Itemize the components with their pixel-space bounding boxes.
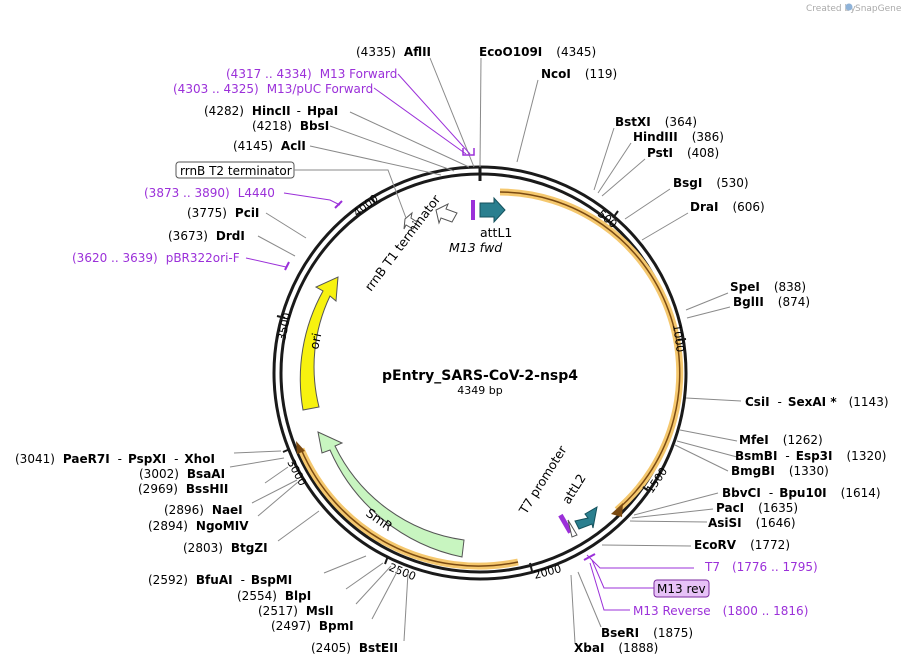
enzyme-bsshii[interactable]: (2969)BssHII xyxy=(138,482,228,496)
enzyme-bsmbi[interactable]: BsmBI-Esp3I(1320) xyxy=(735,449,886,463)
attl2-feature[interactable] xyxy=(574,506,598,530)
enzyme-bbvci[interactable]: BbvCI-Bpu10I(1614) xyxy=(722,486,881,500)
tick-3500: 3500 xyxy=(275,312,294,342)
insert-arrowhead-top xyxy=(611,503,623,517)
primer-leader-lines xyxy=(245,73,694,611)
enzyme-pcii[interactable]: (3775)PciI xyxy=(187,206,259,220)
enzyme-aflii[interactable]: (4335)AflII xyxy=(356,45,431,59)
enzyme-asisi[interactable]: AsiSI(1646) xyxy=(708,516,796,530)
ori-label: ori xyxy=(306,332,324,351)
m13-fwd-primer-mark xyxy=(471,200,475,220)
enzyme-ecoo109i[interactable]: EcoO109I(4345) xyxy=(479,45,596,59)
enzyme-bseri[interactable]: BseRI(1875) xyxy=(601,626,693,640)
enzyme-csii[interactable]: CsiI-SexAI *(1143) xyxy=(745,395,889,409)
primer-t7[interactable]: T7(1776 .. 1795) xyxy=(704,560,818,574)
m13-fwd-label: M13 fwd xyxy=(449,240,502,255)
enzyme-paer7i[interactable]: (3041)PaeR7I-PspXI-XhoI xyxy=(15,452,215,466)
enzyme-xbai[interactable]: XbaI(1888) xyxy=(574,641,658,655)
primer-m13-rev[interactable]: M13 rev xyxy=(657,582,706,596)
t7-promoter-feature[interactable] xyxy=(567,519,578,538)
tick-2500: 2500 xyxy=(387,561,418,584)
plasmid-size: 4349 bp xyxy=(457,384,502,397)
enzyme-bsgi[interactable]: BsgI(530) xyxy=(673,176,749,190)
tick-marks xyxy=(276,197,687,572)
enzyme-ngomiv[interactable]: (2894)NgoMIV xyxy=(148,519,249,533)
t7-primer-mark xyxy=(558,513,573,534)
enzyme-hincii[interactable]: (4282)HincII-HpaI xyxy=(204,104,338,118)
m13-rev-box xyxy=(653,579,710,598)
enzyme-drai[interactable]: DraI(606) xyxy=(690,200,765,214)
primer-m13-puc-forward[interactable]: (4303 .. 4325)M13/pUC Forward xyxy=(173,82,373,96)
primer-m13-forward[interactable]: (4317 .. 4334)M13 Forward xyxy=(226,67,397,81)
enzyme-bstxi[interactable]: BstXI(364) xyxy=(615,115,697,129)
primer-l4440[interactable]: (3873 .. 3890)L4440 xyxy=(144,186,275,200)
primer-m13-reverse[interactable]: M13 Reverse(1800 .. 1816) xyxy=(633,604,808,618)
enzyme-spei[interactable]: SpeI(838) xyxy=(730,280,806,294)
enzyme-bglii[interactable]: BglII(874) xyxy=(733,295,810,309)
enzyme-naei[interactable]: (2896)NaeI xyxy=(164,503,243,517)
enzyme-bbsi[interactable]: (4218)BbsI xyxy=(252,119,329,133)
credit-prefix: Created by xyxy=(806,4,856,14)
enzyme-ncoi[interactable]: NcoI(119) xyxy=(541,67,617,81)
enzyme-bfuai[interactable]: (2592)BfuAI-BspMI xyxy=(148,573,292,587)
tick-1000: 1000 xyxy=(670,324,687,354)
primer-pbr322ori-f[interactable]: (3620 .. 3639)pBR322ori-F xyxy=(72,251,240,265)
enzyme-btgzi[interactable]: (2803)BtgZI xyxy=(183,541,268,555)
enzyme-paci[interactable]: PacI(1635) xyxy=(716,501,798,515)
rrnb-t1-terminator-feature[interactable] xyxy=(435,202,458,225)
enzyme-leader-lines xyxy=(229,57,742,644)
enzyme-mfei[interactable]: MfeI(1262) xyxy=(739,433,823,447)
plasmid-name: pEntry_SARS-CoV-2-nsp4 xyxy=(382,368,578,384)
enzyme-blpi[interactable]: (2554)BlpI xyxy=(237,589,311,603)
attl1-feature[interactable] xyxy=(479,196,506,224)
attl2-label: attL2 xyxy=(559,471,589,506)
enzyme-bsaai[interactable]: (3002)BsaAI xyxy=(139,467,225,481)
t7-promoter-label: T7 promoter xyxy=(515,442,570,517)
insert-arrowhead-bottom xyxy=(296,441,305,454)
rrnb-t2-label: rrnB T2 terminator xyxy=(180,164,292,178)
enzyme-drdi[interactable]: (3673)DrdI xyxy=(168,229,245,243)
insert-arrow-bottom xyxy=(300,448,519,567)
enzyme-hindiii[interactable]: HindIII(386) xyxy=(633,130,724,144)
enzyme-acli[interactable]: (4145)AclI xyxy=(233,139,306,153)
rrnb-t2-leader xyxy=(294,169,407,219)
insert-arrow-top xyxy=(499,191,681,511)
enzyme-ecorv[interactable]: EcoRV(1772) xyxy=(694,538,790,552)
attl1-label: attL1 xyxy=(480,225,512,240)
insert-highlight-top xyxy=(499,188,684,513)
enzyme-bsteii[interactable]: (2405)BstEII xyxy=(311,641,398,655)
ori-feature[interactable] xyxy=(299,276,339,411)
enzyme-bmgbi[interactable]: BmgBI(1330) xyxy=(731,464,829,478)
enzyme-msli[interactable]: (2517)MslI xyxy=(258,604,334,618)
rrnb-t2-terminator-feature[interactable] xyxy=(403,211,418,230)
snapgene-logo-icon xyxy=(845,3,853,11)
smr-feature[interactable] xyxy=(317,431,465,558)
enzyme-bpmi[interactable]: (2497)BpmI xyxy=(271,619,354,633)
credit-brand: SnapGene xyxy=(855,4,902,14)
enzyme-psti[interactable]: PstI(408) xyxy=(647,146,719,160)
